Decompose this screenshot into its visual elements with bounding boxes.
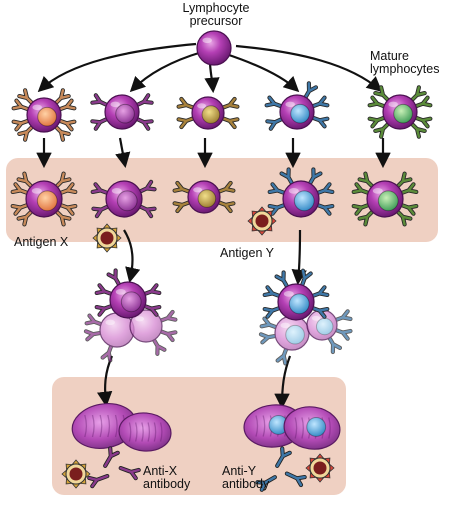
clone-y-cell-back-left <box>258 315 310 366</box>
antigen-y-label: Antigen Y <box>220 246 274 260</box>
anti-x-antibody-label: Anti-X antibody <box>143 464 191 492</box>
antigen-x-particle <box>92 223 122 253</box>
lymphocyte-orange-row2 <box>10 171 78 227</box>
maturation-arrows <box>36 137 391 169</box>
precursor-label: Lymphocyte precursor <box>178 1 254 29</box>
clone-y-cell-back-right <box>306 309 353 355</box>
lymphocyte-olive-row1 <box>176 96 240 130</box>
mature-label-line1: Mature <box>370 49 409 63</box>
anti-x-label-line1: Anti-X <box>143 464 178 478</box>
lymphocyte-blue-row1 <box>264 81 330 131</box>
mature-lymphocytes-label: Mature lymphocytes <box>370 49 440 77</box>
anti-x-label-line2: antibody <box>143 477 191 492</box>
anti-x-antibodies <box>87 446 141 489</box>
mature-label-line2: lymphocytes <box>370 62 440 77</box>
antigen-y-bound <box>305 453 335 483</box>
lymphocyte-violet-row2 <box>90 179 157 219</box>
anti-y-label-line2: antibody <box>222 477 270 492</box>
clone-y-cell-front <box>262 268 330 321</box>
lymphocyte-green-row2 <box>351 171 419 227</box>
lymphocyte-precursor-cell <box>196 30 232 66</box>
lymphocyte-olive-row2 <box>172 180 236 214</box>
anti-y-antibodies <box>255 446 307 492</box>
anti-y-label-line1: Anti-Y <box>222 464 257 478</box>
anti-y-antibody-label: Anti-Y antibody <box>222 464 270 492</box>
plasma-cell-x-2 <box>118 412 172 452</box>
clone-x-cell-back-left <box>83 312 135 363</box>
plasma-cell-y-2 <box>283 406 341 450</box>
lymphocyte-blue-row2 <box>267 167 335 218</box>
mature-lymphocyte-panel <box>6 158 438 242</box>
lymphocyte-green-row1 <box>367 85 433 139</box>
precursor-label-line1: Lymphocyte <box>182 1 250 15</box>
precursor-label-line2: precursor <box>189 14 243 29</box>
clone-x-cell-front <box>94 268 162 319</box>
clone-x-cell-back-right <box>129 309 178 356</box>
lymphocyte-violet-row1 <box>90 93 154 131</box>
antigen-x-label: Antigen X <box>14 235 69 249</box>
lymphocyte-orange-row1 <box>11 88 77 142</box>
antigen-x-bound <box>61 459 91 489</box>
antigen-y-particle <box>247 206 277 236</box>
